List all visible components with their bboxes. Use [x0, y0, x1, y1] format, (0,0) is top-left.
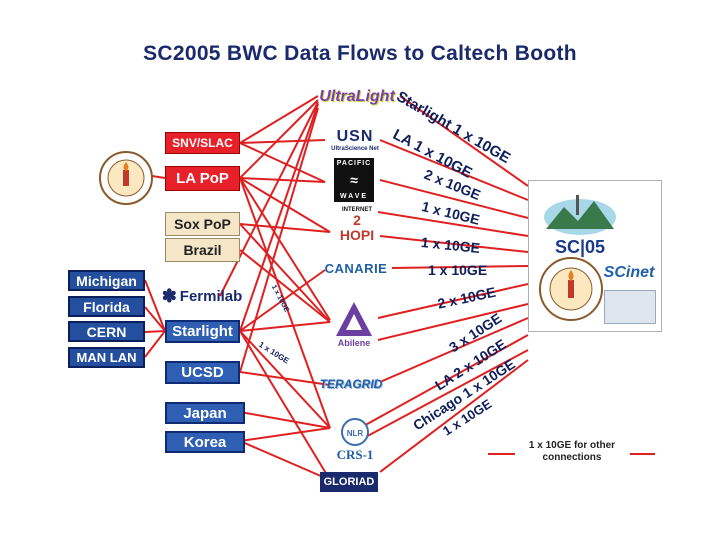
link-line [239, 371, 331, 386]
fermilab-label: Fermilab [179, 287, 243, 305]
link-line [144, 306, 166, 332]
site-michigan: Michigan [68, 270, 145, 291]
site-korea: Korea [165, 431, 245, 453]
nlr-crs1-logo: NLR CRS-1 [330, 412, 380, 468]
usn-label: USN [336, 128, 374, 145]
caltech-booth-seal-icon [539, 257, 603, 321]
link-line [144, 330, 166, 333]
link-line [144, 279, 166, 332]
scinet-logo: SCinet [603, 264, 655, 281]
internet2-label: INTERNET [342, 207, 372, 213]
sc05-mountain-icon [544, 194, 616, 235]
link-line [379, 179, 529, 219]
link-line [391, 265, 529, 269]
fermilab-logo: ✽ Fermilab [161, 284, 243, 308]
link-line [239, 103, 319, 332]
scinet-photo [604, 290, 656, 324]
pacific-wave-bottom: WAVE [339, 193, 369, 200]
site-la-pop: LA PoP [165, 166, 240, 191]
link-line [239, 95, 319, 144]
abilene-label: Abilene [337, 338, 371, 348]
nlr-icon: NLR [341, 418, 369, 446]
site-man-lan: MAN LAN [68, 347, 145, 368]
link-line [239, 177, 331, 233]
site-florida: Florida [68, 296, 145, 317]
usn-sublabel: UltraScience Net [331, 146, 379, 152]
hopi-logo: INTERNET 2 HOPI [332, 204, 382, 246]
abilene-icon [336, 302, 372, 336]
link-line [219, 101, 319, 297]
crs1-label: CRS-1 [336, 447, 374, 462]
site-starlight: Starlight [165, 320, 240, 343]
site-japan: Japan [165, 402, 245, 424]
wave-icon: ≈ [350, 172, 358, 188]
link-line [379, 139, 529, 201]
link-line [377, 303, 529, 341]
link-line [239, 177, 331, 429]
teragrid-logo: TERAGRID [319, 377, 383, 391]
link-line [379, 235, 529, 253]
link-line [239, 440, 331, 481]
link-line [144, 330, 166, 358]
legend-text: 1 x 10GE for other connections [528, 440, 616, 463]
nlr-label: NLR [347, 429, 364, 438]
link-line [239, 411, 331, 429]
link-line [359, 349, 529, 441]
abilene-logo: Abilene [330, 296, 378, 352]
site-sox-pop: Sox PoP [165, 212, 240, 236]
link-line [239, 107, 319, 373]
link-line [379, 317, 529, 383]
page-title: SC2005 BWC Data Flows to Caltech Booth [143, 42, 577, 65]
link-line [239, 99, 319, 179]
fermilab-icon: ✽ [161, 285, 177, 306]
canarie-logo: CANARIE [324, 260, 388, 276]
link-line [359, 334, 529, 429]
link-line [239, 223, 331, 323]
ultralight-logo: UltraLight [319, 88, 395, 105]
sc05-label: SC|05 [554, 236, 606, 257]
link-line [239, 139, 326, 144]
link-line [151, 175, 166, 179]
hopi-label: HOPI [339, 227, 375, 243]
gloriad-logo: GLORIAD [320, 472, 378, 492]
site-ucsd: UCSD [165, 361, 240, 384]
link-line [239, 330, 331, 481]
site-cern: CERN [68, 321, 145, 342]
link-line [239, 177, 331, 321]
link-line [239, 249, 331, 323]
site-brazil: Brazil [165, 238, 240, 262]
sc05-logo: SC|05 [540, 188, 620, 260]
link-label-1x10ge-c: 1 x 10GE [428, 262, 488, 278]
link-line [377, 283, 529, 319]
link-line [239, 427, 331, 442]
caltech-seal-icon [99, 151, 153, 205]
link-line [377, 211, 529, 237]
pacific-wave-logo: PACIFIC ≈ WAVE [334, 158, 374, 202]
link-line [399, 95, 529, 187]
internet2-icon: 2 [353, 212, 361, 228]
usn-logo: USN UltraScience Net [326, 126, 384, 154]
site-snv-slac: SNV/SLAC [165, 132, 240, 154]
link-line [239, 142, 326, 183]
pacific-wave-top: PACIFIC [336, 160, 372, 167]
link-line [379, 359, 529, 473]
link-line [239, 321, 331, 332]
link-line [239, 177, 326, 183]
